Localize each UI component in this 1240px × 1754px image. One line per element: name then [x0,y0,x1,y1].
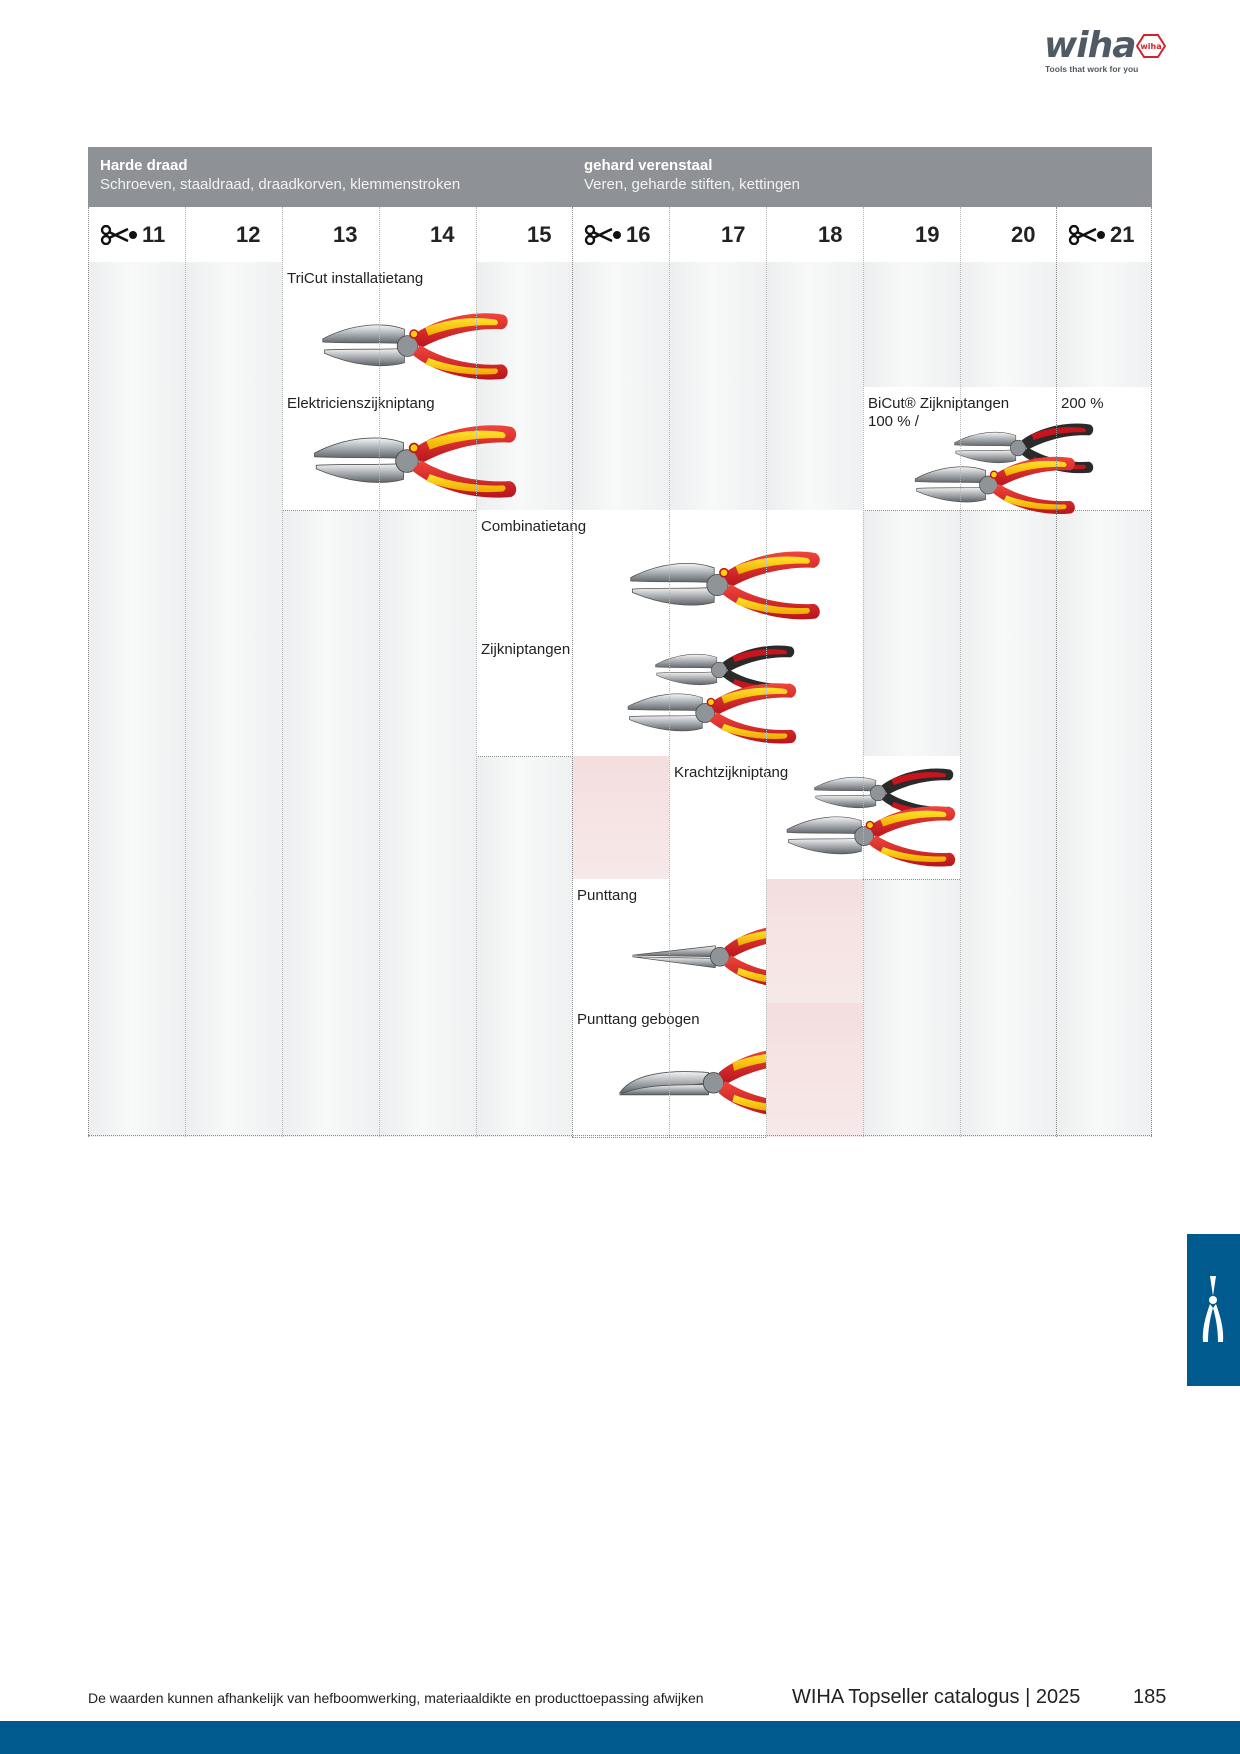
product-label: Elektricienszijkniptang [287,395,435,412]
bicut-200-label: 200 % [1061,395,1104,412]
column-numbers-row: 11 12 13 14 15 16 17 18 19 20 21 [88,207,1152,262]
bicut-side-cutters-icon [869,447,1119,523]
heavy-duty-side-cutter-icon [745,796,995,876]
wiha-logo: wiha wiha Tools that work for you [1040,26,1170,76]
product-label: Krachtzijkniptang [674,764,789,781]
footer-bar [0,1721,1240,1754]
product-tile-bicut[interactable]: BiCut® Zijkniptangen 100 % / 200 % [863,387,1152,511]
scissors-icon [1068,225,1106,245]
column-number: 14 [430,222,455,247]
scissors-icon [584,225,622,245]
column-number: 18 [818,222,843,247]
product-label: TriCut installatietang [287,270,424,287]
combination-pliers-icon [604,540,844,630]
electrician-side-cutter-icon [294,413,534,509]
scissors-icon [100,225,138,245]
capacity-highlight [572,756,669,880]
capacity-highlight [766,1003,863,1137]
column-number: 11 [142,222,166,247]
svg-text:wiha: wiha [1140,42,1161,51]
cutting-capacity-table: Harde draad Schroeven, staaldraad, draad… [88,147,1152,1138]
product-label: Punttang [577,887,638,904]
column-number: 21 [1110,222,1135,247]
header-group-spring-steel: gehard verenstaal Veren, geharde stiften… [584,157,800,193]
logo-badge-icon: wiha [1136,34,1166,58]
product-label: Zijkniptangen [481,641,571,658]
side-cutters-icon [586,673,836,753]
column-number: 20 [1011,222,1036,247]
page-number: 185 [1133,1686,1167,1708]
product-label: Combinatietang [481,518,587,535]
column-number: 16 [626,222,651,247]
capacity-grid: TriCut installatietang Elektricienszijkn… [88,262,1152,1138]
column-number: 13 [333,222,358,247]
product-tile-heavy-duty-side-cutter[interactable]: Krachtzijkniptang [669,756,960,880]
product-label: BiCut® Zijkniptangen 100 % / [868,395,1010,430]
footer-disclaimer: De waarden kunnen afhankelijk van hefboo… [88,1690,704,1706]
chapter-tab[interactable] [1187,1234,1240,1386]
column-number: 17 [721,222,746,247]
column-number: 12 [236,222,261,247]
product-label: Punttang gebogen [577,1011,700,1028]
capacity-highlight [766,879,863,1004]
catalog-title: WIHA Topseller catalogus | 2025 [792,1686,1081,1708]
material-header: Harde draad Schroeven, staaldraad, draad… [88,147,1152,207]
tricut-pliers-icon [294,302,534,390]
header-group-hard-wire: Harde draad Schroeven, staaldraad, draad… [100,157,461,193]
column-number: 19 [915,222,940,247]
column-number: 15 [527,222,552,247]
pliers-icon [1202,1276,1224,1342]
logo-wordmark: wiha [1044,25,1137,66]
logo-tagline: Tools that work for you [1045,64,1139,74]
